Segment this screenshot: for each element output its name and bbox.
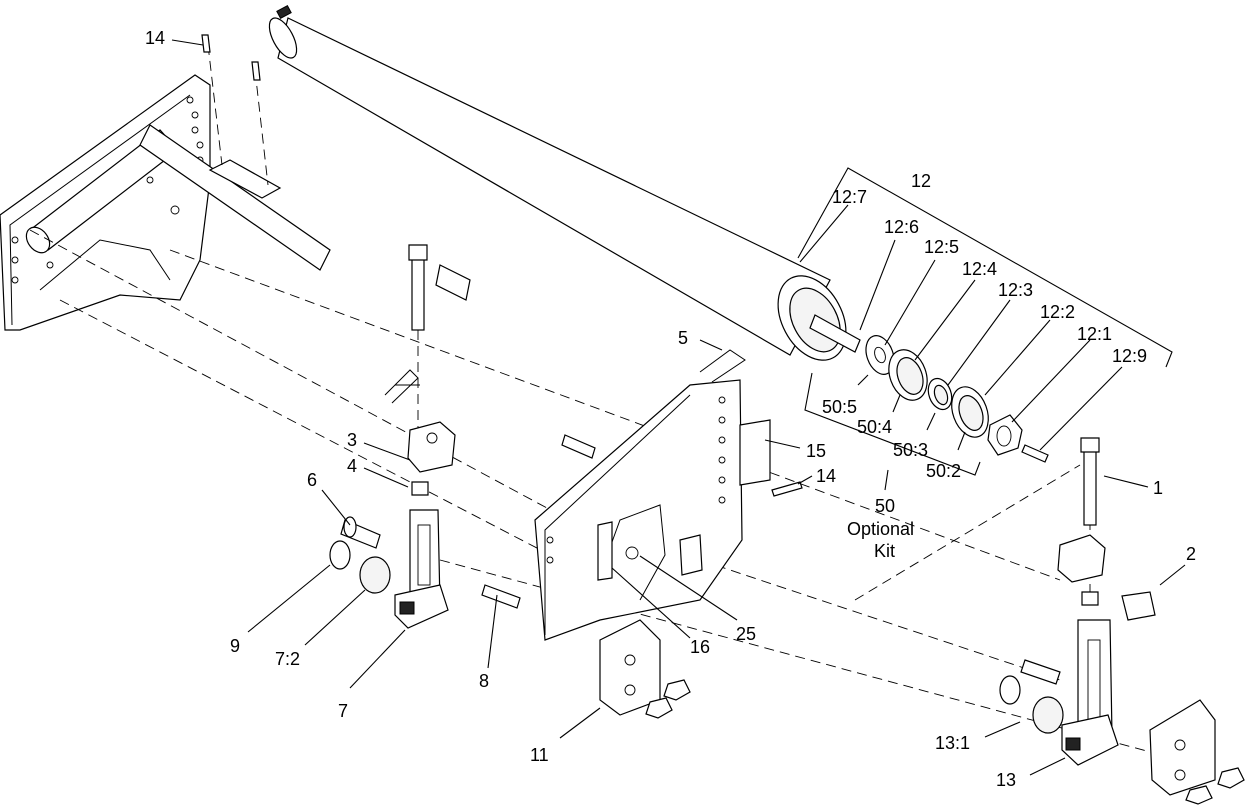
callout-13: 13: [996, 770, 1016, 790]
callout-12: 12: [911, 171, 931, 191]
roller-tube: [268, 4, 861, 361]
bolt-left: [408, 244, 471, 331]
callout-11: 11: [530, 745, 549, 765]
callout-16: 16: [690, 637, 710, 657]
callout-5: 5: [678, 328, 688, 348]
callout-12-7: 12:7: [832, 187, 867, 207]
callout-12-1: 12:1: [1077, 324, 1112, 344]
bearing-kit-parts: [865, 335, 1049, 463]
callout-50-3: 50:3: [893, 440, 928, 460]
left-adjuster: [329, 421, 456, 629]
cotter-pin-left: [384, 369, 420, 404]
callout-13-1: 13:1: [935, 733, 970, 753]
bracket-11: [599, 619, 691, 719]
callout-50-kit: Kit: [874, 541, 895, 561]
callout-12-5: 12:5: [924, 237, 959, 257]
callout-50-optional: Optional: [847, 519, 914, 539]
callout-14-top: 14: [145, 28, 165, 48]
callout-1: 1: [1153, 478, 1163, 498]
callout-12-6: 12:6: [884, 217, 919, 237]
callout-50-5: 50:5: [822, 397, 857, 417]
callout-2: 2: [1186, 544, 1196, 564]
callout-labels: 14 12 12:7 12:6 12:5 12:4 12:3 12:2 12:1…: [145, 28, 1196, 790]
callout-8: 8: [479, 671, 489, 691]
callout-50-2: 50:2: [926, 461, 961, 481]
callout-3: 3: [347, 430, 357, 450]
callout-12-3: 12:3: [998, 280, 1033, 300]
bracket-right: [1149, 699, 1245, 805]
callout-15: 15: [806, 441, 826, 461]
callout-14-mid: 14: [816, 466, 836, 486]
callout-12-2: 12:2: [1040, 302, 1075, 322]
cross-shaft: [25, 124, 331, 271]
leader-lines: [171, 39, 1186, 776]
right-adjuster: [999, 437, 1156, 766]
callout-25: 25: [736, 624, 756, 644]
callout-12-4: 12:4: [962, 259, 997, 279]
callout-6: 6: [307, 470, 317, 490]
callout-12-9: 12:9: [1112, 346, 1147, 366]
callout-7-2: 7:2: [275, 649, 300, 669]
kit-bracket-50: [804, 372, 981, 476]
callout-9: 9: [230, 636, 240, 656]
shield-plate: [201, 34, 282, 199]
callout-50-4: 50:4: [857, 417, 892, 437]
callout-50: 50: [875, 496, 895, 516]
callout-7: 7: [338, 701, 348, 721]
cotter-pin-right: [699, 349, 746, 383]
clevis-pin-right: [771, 481, 803, 497]
callout-4: 4: [347, 456, 357, 476]
right-side-plate: [481, 379, 771, 641]
kit-bracket-12: [797, 167, 1173, 368]
